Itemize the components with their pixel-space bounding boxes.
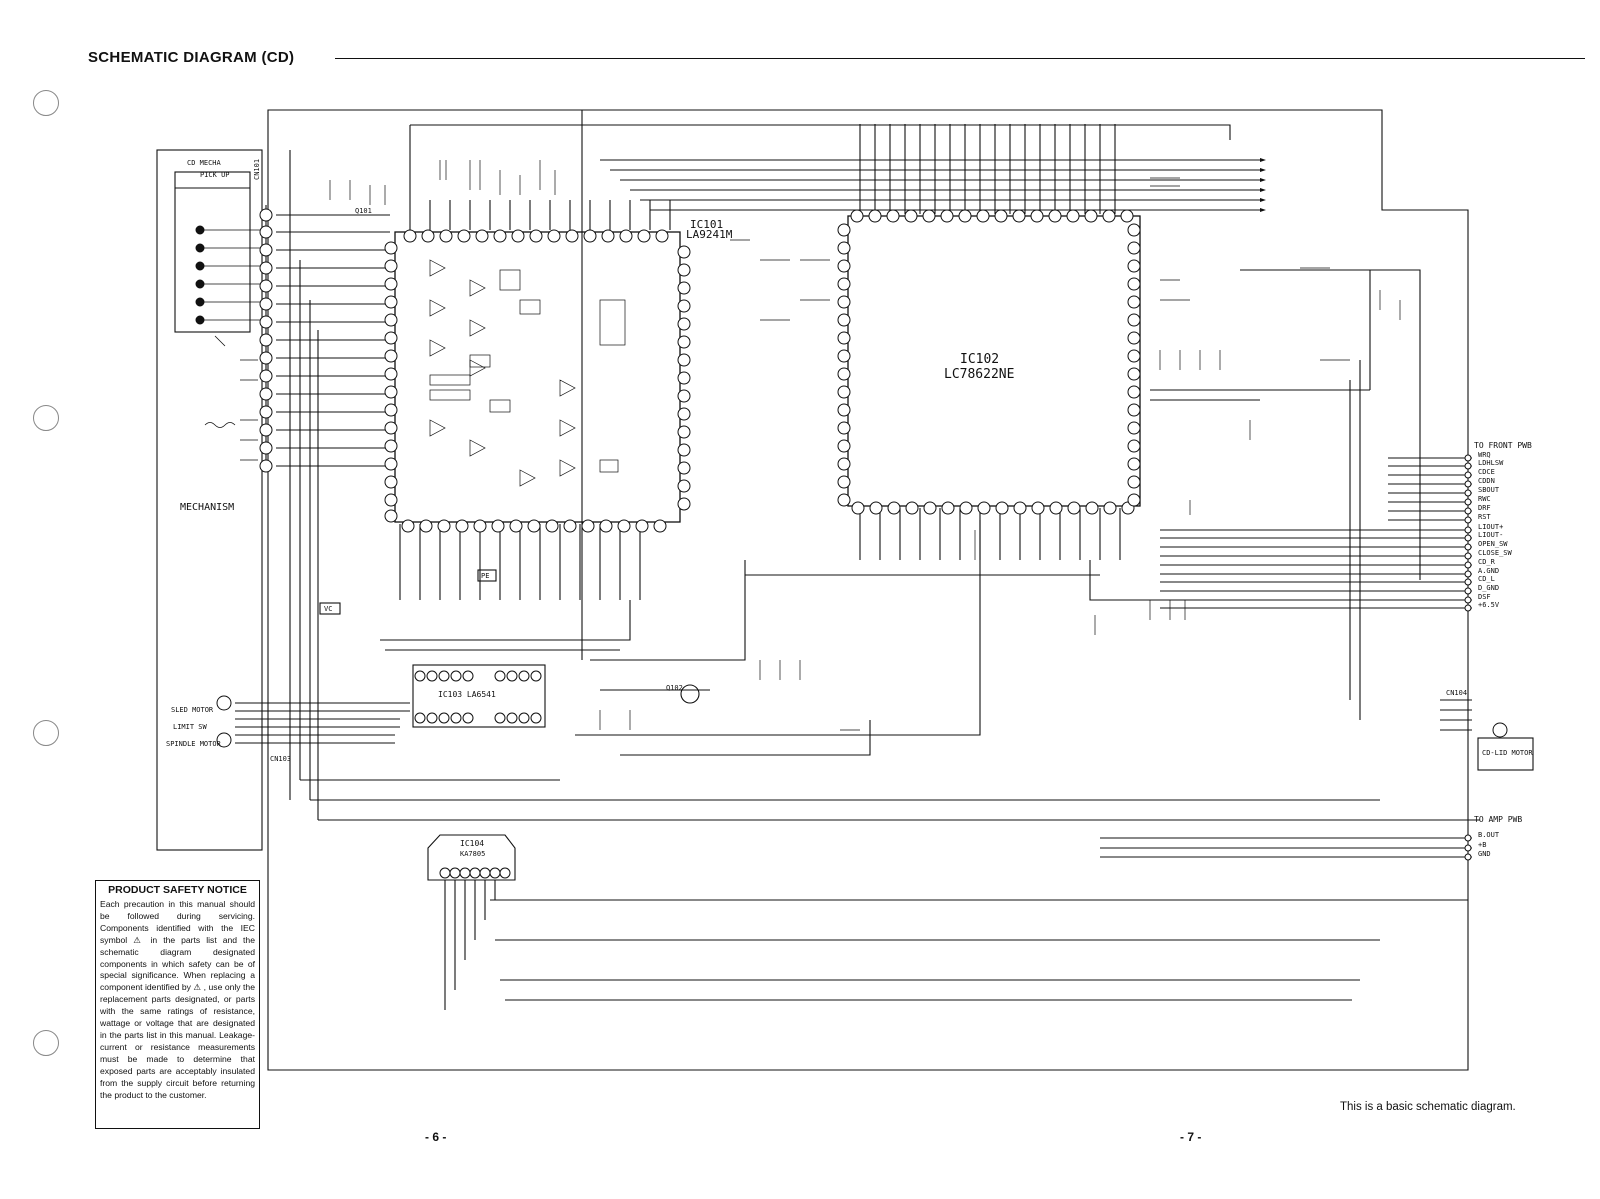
ic101-ref: IC101: [690, 218, 724, 231]
front-pwb-signal: CD_L: [1478, 575, 1495, 583]
q102-label: Q102: [666, 684, 683, 692]
ic102-ref: IC102: [960, 352, 1000, 367]
front-pwb-signal: +6.5V: [1478, 601, 1500, 609]
title-rule: [335, 58, 1585, 59]
cd-lid-motor-label: CD-LID MOTOR: [1482, 749, 1533, 757]
front-pwb-signal: D_GND: [1478, 584, 1500, 592]
mechanism-label: MECHANISM: [180, 502, 235, 513]
front-pwb-signal: LIOUT-: [1478, 531, 1504, 539]
basic-schematic-note: This is a basic schematic diagram.: [1340, 1101, 1516, 1113]
cn103-label: CN103: [270, 755, 292, 763]
ic102-part: LC78622NE: [944, 367, 1015, 382]
amp-pwb-signal: +B: [1478, 841, 1487, 849]
page-title: SCHEMATIC DIAGRAM (CD): [88, 49, 295, 66]
page-number-left: - 6 -: [425, 1130, 447, 1144]
spindle-motor-label: SPINDLE MOTOR: [166, 740, 221, 748]
pick-up-label: PICK UP: [200, 171, 230, 179]
limit-sw-label: LIMIT SW: [173, 723, 207, 731]
front-pwb-signal: OPEN_SW: [1478, 540, 1508, 548]
amp-pwb-signal: GND: [1478, 850, 1491, 858]
ic103-label: IC103 LA6541: [438, 690, 496, 699]
front-pwb-signal: CLOSE_SW: [1478, 549, 1512, 557]
cn104-label: CN104: [1446, 689, 1468, 697]
binder-hole: [33, 405, 59, 431]
cn101-label: CN101: [253, 158, 261, 180]
to-amp-pwb-label: TO AMP PWB: [1474, 815, 1523, 824]
ic104-part: KA7805: [460, 850, 486, 858]
amp-pwb-signal: B.OUT: [1478, 831, 1500, 839]
front-pwb-signal: WRQ: [1478, 451, 1491, 459]
safety-notice-body: Each precaution in this manual should be…: [100, 899, 255, 1100]
ic104-ref: IC104: [460, 839, 485, 848]
front-pwb-signal: CDCE: [1478, 468, 1495, 476]
ic101-part: LA9241M: [686, 228, 733, 241]
front-pwb-signal: CD_R: [1478, 558, 1495, 566]
safety-notice-title: PRODUCT SAFETY NOTICE: [108, 884, 247, 896]
front-pwb-signal: A.GND: [1478, 567, 1500, 575]
sled-motor-label: SLED MOTOR: [171, 706, 214, 714]
front-pwb-signal: DSF: [1478, 593, 1491, 601]
front-pwb-signal: CDDN: [1478, 477, 1495, 485]
front-pwb-signal: LDHLSW: [1478, 459, 1504, 467]
cd-mecha-label: CD MECHA: [187, 159, 221, 167]
front-pwb-signal: RST: [1478, 513, 1491, 521]
product-safety-notice: PRODUCT SAFETY NOTICE Each precaution in…: [95, 880, 260, 1129]
binder-hole: [33, 720, 59, 746]
front-pwb-signal: DRF: [1478, 504, 1491, 512]
vc-tag: VC: [324, 605, 333, 613]
to-front-pwb-label: TO FRONT PWB: [1474, 441, 1532, 450]
front-pwb-signal: LIOUT+: [1478, 523, 1504, 531]
binder-hole: [33, 90, 59, 116]
binder-hole: [33, 1030, 59, 1056]
front-pwb-signal: RWC: [1478, 495, 1491, 503]
q101-label: Q101: [355, 207, 372, 215]
page-number-right: - 7 -: [1180, 1130, 1202, 1144]
front-pwb-signal: SBOUT: [1478, 486, 1500, 494]
pe-tag: PE: [481, 572, 490, 580]
